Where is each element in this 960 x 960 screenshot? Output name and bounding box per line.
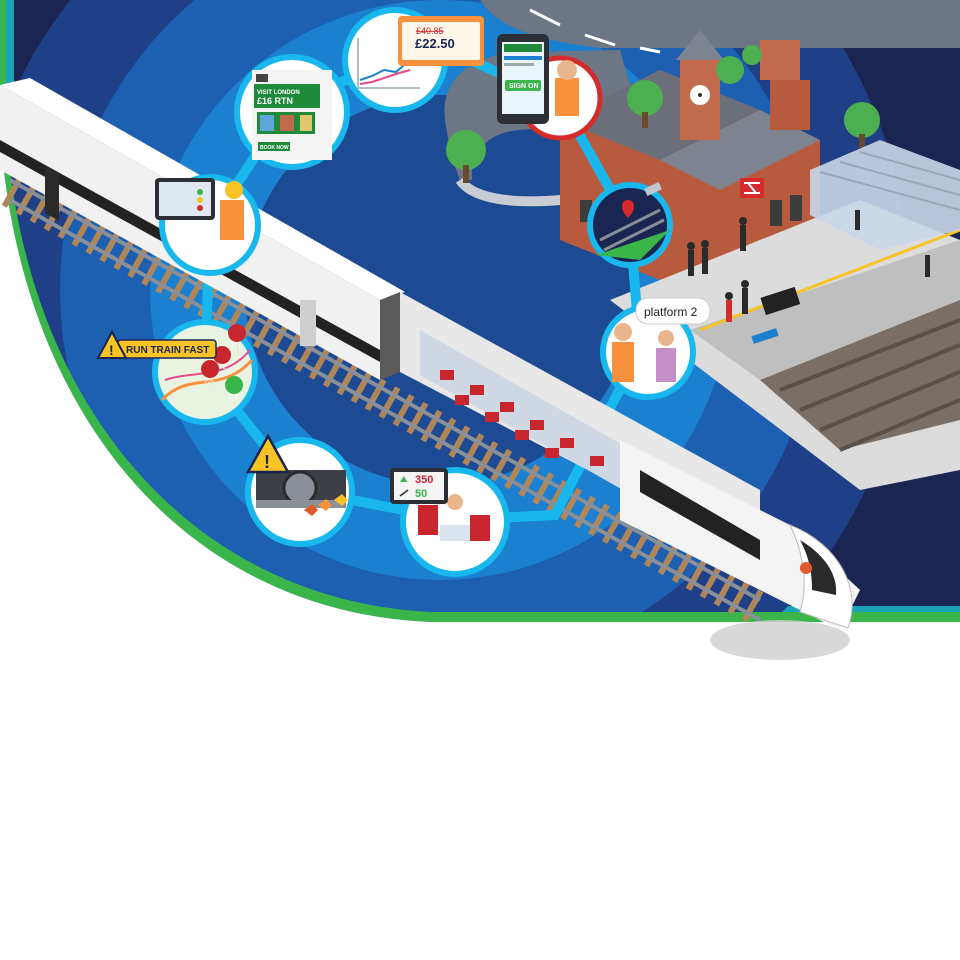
wheel-leaves-icon	[256, 470, 348, 516]
run-train-fast-label: RUN TRAIN FAST	[117, 339, 217, 359]
route-map-card: 377 772 705 387 RUN TRAIN FAST !	[96, 319, 258, 425]
svg-text:!: !	[109, 342, 114, 358]
carriage-seats	[440, 370, 604, 466]
email-advert-card: VISIT LONDON £16 RTN BOOK NOW	[234, 54, 350, 170]
standing-symbol-icon	[399, 489, 409, 497]
platform-bubble-text: platform 2	[644, 305, 698, 319]
svg-text:387: 387	[228, 395, 239, 401]
seat-symbol-icon	[400, 476, 407, 482]
tablet-signon-icon	[497, 34, 549, 124]
map-pin: 705	[201, 360, 220, 392]
svg-text:RUN TRAIN FAST: RUN TRAIN FAST	[126, 345, 209, 356]
map-pin: 387	[225, 376, 244, 408]
signon-button[interactable]: SIGN ON	[509, 83, 539, 90]
signon-card: SIGN ON	[497, 34, 603, 141]
track-worker-card	[155, 174, 261, 276]
new-price: £22.50	[415, 36, 455, 51]
trees	[446, 45, 880, 183]
advert-cta[interactable]: BOOK NOW	[260, 145, 289, 151]
map-pin: 772	[213, 346, 232, 378]
platform-staff-icon	[612, 323, 676, 382]
seat-occupancy-icon	[418, 494, 490, 541]
railway-track	[1, 175, 769, 625]
standing-count: 50	[415, 488, 427, 500]
svg-text:772: 772	[216, 365, 227, 371]
wheel-leaves-card: !	[245, 433, 355, 547]
platform-bubble	[635, 297, 711, 325]
commuters	[687, 210, 930, 322]
platform-staff-card: platform 2	[600, 297, 711, 400]
map-pin: 377	[228, 324, 247, 356]
seat-occupancy-card: 350 50	[390, 467, 510, 577]
platform	[610, 140, 960, 490]
warning-triangle-icon: !	[96, 329, 128, 359]
track-worker-tablet-icon	[155, 178, 215, 220]
warning-triangle-icon: !	[245, 433, 291, 474]
price-graph-icon	[357, 38, 420, 89]
price-graph-card: £40.85 £22.50	[342, 7, 484, 113]
svg-text:377: 377	[231, 343, 242, 349]
white-below	[0, 130, 960, 960]
national-rail-icon	[740, 178, 764, 198]
advert-price: £16 RTN	[257, 96, 293, 106]
seated-count: 350	[415, 474, 433, 486]
svg-text:!: !	[264, 452, 270, 472]
svg-text:705: 705	[204, 379, 215, 385]
satellite-gps-icon	[596, 181, 670, 260]
advert-header: VISIT LONDON	[257, 90, 300, 96]
old-price: £40.85	[416, 26, 444, 36]
gps-card	[587, 181, 673, 268]
